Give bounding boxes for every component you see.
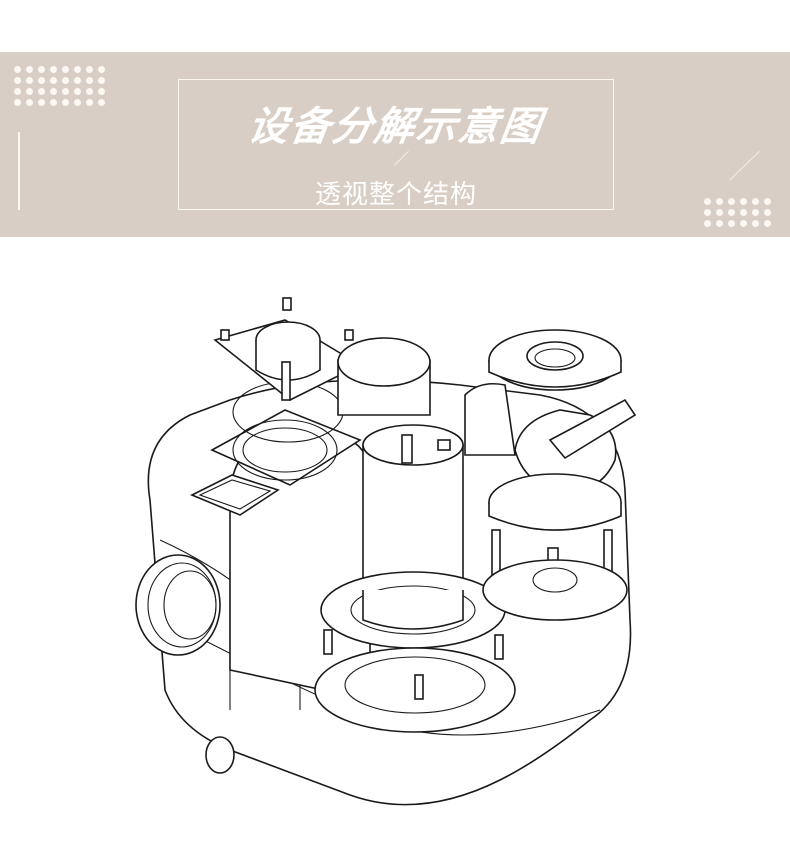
exploded-equipment-diagram — [120, 290, 660, 830]
decorative-dot-grid-top-left — [14, 66, 105, 106]
decorative-slash — [394, 150, 409, 166]
page-subtitle: 透视整个结构 — [314, 180, 477, 210]
decorative-diagonal-line — [729, 150, 760, 181]
page-title: 设备分解示意图 — [245, 104, 546, 150]
title-frame: 设备分解示意图 透视整个结构 — [178, 79, 614, 210]
equipment-line-drawing-icon — [135, 297, 637, 806]
decorative-dot-grid-bottom-right — [704, 198, 771, 227]
decorative-vertical-line — [18, 132, 20, 210]
header-banner: 设备分解示意图 透视整个结构 — [0, 52, 790, 237]
